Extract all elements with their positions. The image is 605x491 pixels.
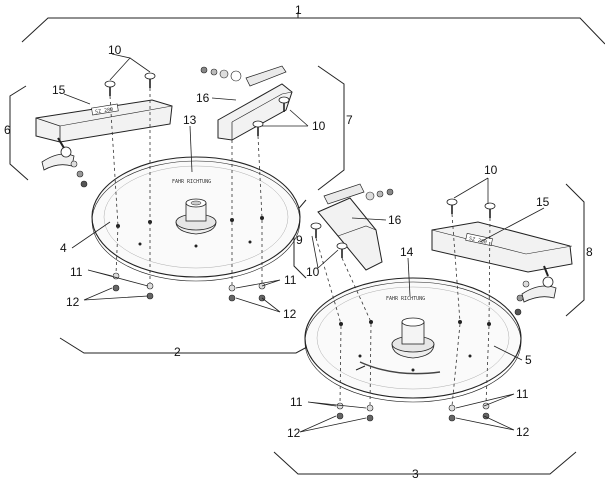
callouts: 1 2 3 4 5 6 7 8 9 10 10 10 10 11 11 11 1… [4, 3, 593, 481]
label-3: 3 [412, 467, 419, 481]
blade-right: SZ 280 [431, 221, 573, 273]
label-12-c: 12 [287, 426, 301, 440]
assembly-lines [109, 88, 491, 407]
label-2: 2 [174, 345, 181, 359]
bracket-group-9 [293, 199, 307, 279]
svg-text:SZ 280: SZ 280 [468, 236, 487, 246]
blade-left: SZ 280 [35, 99, 173, 143]
pivot-clamp-left [41, 137, 88, 188]
disc-4: FAHR RICHTUNG [91, 156, 301, 282]
label-15-b: 15 [536, 195, 550, 209]
bracket-group-8 [565, 183, 585, 317]
bracket-assembly-2 [59, 337, 321, 354]
label-11-a: 11 [70, 265, 83, 279]
label-7: 7 [346, 113, 353, 127]
bracket-assembly-3 [273, 451, 577, 475]
disc-5: FAHR RICHTUNG [304, 277, 522, 403]
label-9: 9 [296, 233, 303, 247]
bracket-group-6 [9, 85, 29, 181]
pivot-clamp-right [514, 265, 557, 316]
nuts-and-washers [112, 272, 490, 422]
label-13: 13 [183, 113, 197, 127]
label-8: 8 [586, 245, 593, 259]
label-12-d: 12 [516, 425, 530, 439]
label-11-c: 11 [290, 395, 303, 409]
label-16-a: 16 [196, 91, 210, 105]
label-10-b: 10 [312, 119, 326, 133]
bracket-16-upper [200, 65, 293, 141]
bracket-16-lower [317, 183, 394, 271]
label-5: 5 [525, 353, 532, 367]
label-14: 14 [400, 245, 414, 259]
bolts-10 [104, 72, 496, 258]
label-10-c: 10 [484, 163, 498, 177]
label-4: 4 [60, 241, 67, 255]
svg-text:SZ 280: SZ 280 [95, 107, 114, 116]
label-12-a: 12 [66, 295, 80, 309]
label-6: 6 [4, 123, 11, 137]
bracket-group-7 [317, 65, 345, 191]
label-15-a: 15 [52, 83, 66, 97]
label-1: 1 [295, 3, 302, 17]
label-10-d: 10 [306, 265, 320, 279]
svg-text:FAHR RICHTUNG: FAHR RICHTUNG [386, 296, 425, 302]
label-11-b: 11 [284, 273, 297, 287]
label-11-d: 11 [516, 387, 529, 401]
label-12-b: 12 [283, 307, 297, 321]
bracket-assembly-1 [21, 12, 605, 45]
label-10-a: 10 [108, 43, 122, 57]
label-16-b: 16 [388, 213, 402, 227]
leader-lines [63, 53, 545, 433]
svg-text:FAHR RICHTUNG: FAHR RICHTUNG [172, 179, 211, 185]
